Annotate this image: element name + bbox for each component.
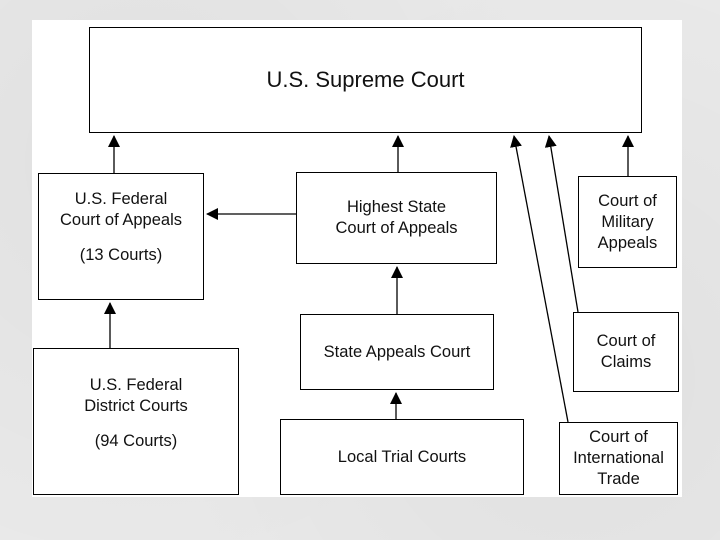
node-label: U.S. Supreme Court	[266, 67, 465, 92]
node-label: Court of	[598, 191, 657, 210]
diagram-canvas: U.S. Supreme Court U.S. Federal Court of…	[32, 20, 682, 497]
node-label: Trade	[597, 470, 640, 488]
arrow-claims-to-supreme	[544, 135, 579, 313]
node-us-federal-court-of-appeals: U.S. Federal Court of Appeals (13 Courts…	[38, 173, 204, 300]
node-court-of-claims: Court of Claims	[573, 312, 679, 392]
arrow-international-trade-to-supreme	[510, 135, 569, 423]
node-count-label: (13 Courts)	[79, 246, 163, 264]
node-label: Highest State	[346, 198, 447, 216]
node-label: State Appeals Court	[323, 342, 471, 361]
node-label: Appeals	[597, 233, 658, 252]
node-label: Local Trial Courts	[337, 447, 467, 466]
node-label: Court of Appeals	[60, 211, 182, 229]
node-us-supreme-court: U.S. Supreme Court	[89, 27, 642, 133]
node-label: Claims	[600, 353, 652, 371]
node-label: U.S. Federal	[89, 376, 183, 394]
node-court-of-international-trade: Court of International Trade	[559, 422, 678, 495]
node-count-label: (94 Courts)	[94, 432, 178, 450]
node-local-trial-courts: Local Trial Courts	[280, 419, 524, 495]
node-label: District Courts	[84, 397, 188, 415]
node-label: International	[573, 449, 664, 467]
node-highest-state-court-of-appeals: Highest State Court of Appeals	[296, 172, 497, 264]
node-label: Military	[601, 212, 654, 231]
node-label: Court of	[596, 332, 656, 350]
node-label: Court of	[589, 428, 648, 446]
node-state-appeals-court: State Appeals Court	[300, 314, 494, 390]
node-us-federal-district-courts: U.S. Federal District Courts (94 Courts)	[33, 348, 239, 495]
node-court-of-military-appeals: Court of Military Appeals	[578, 176, 677, 268]
node-label: U.S. Federal	[74, 190, 168, 208]
connector-layer	[104, 135, 634, 423]
node-label: Court of Appeals	[335, 219, 458, 237]
